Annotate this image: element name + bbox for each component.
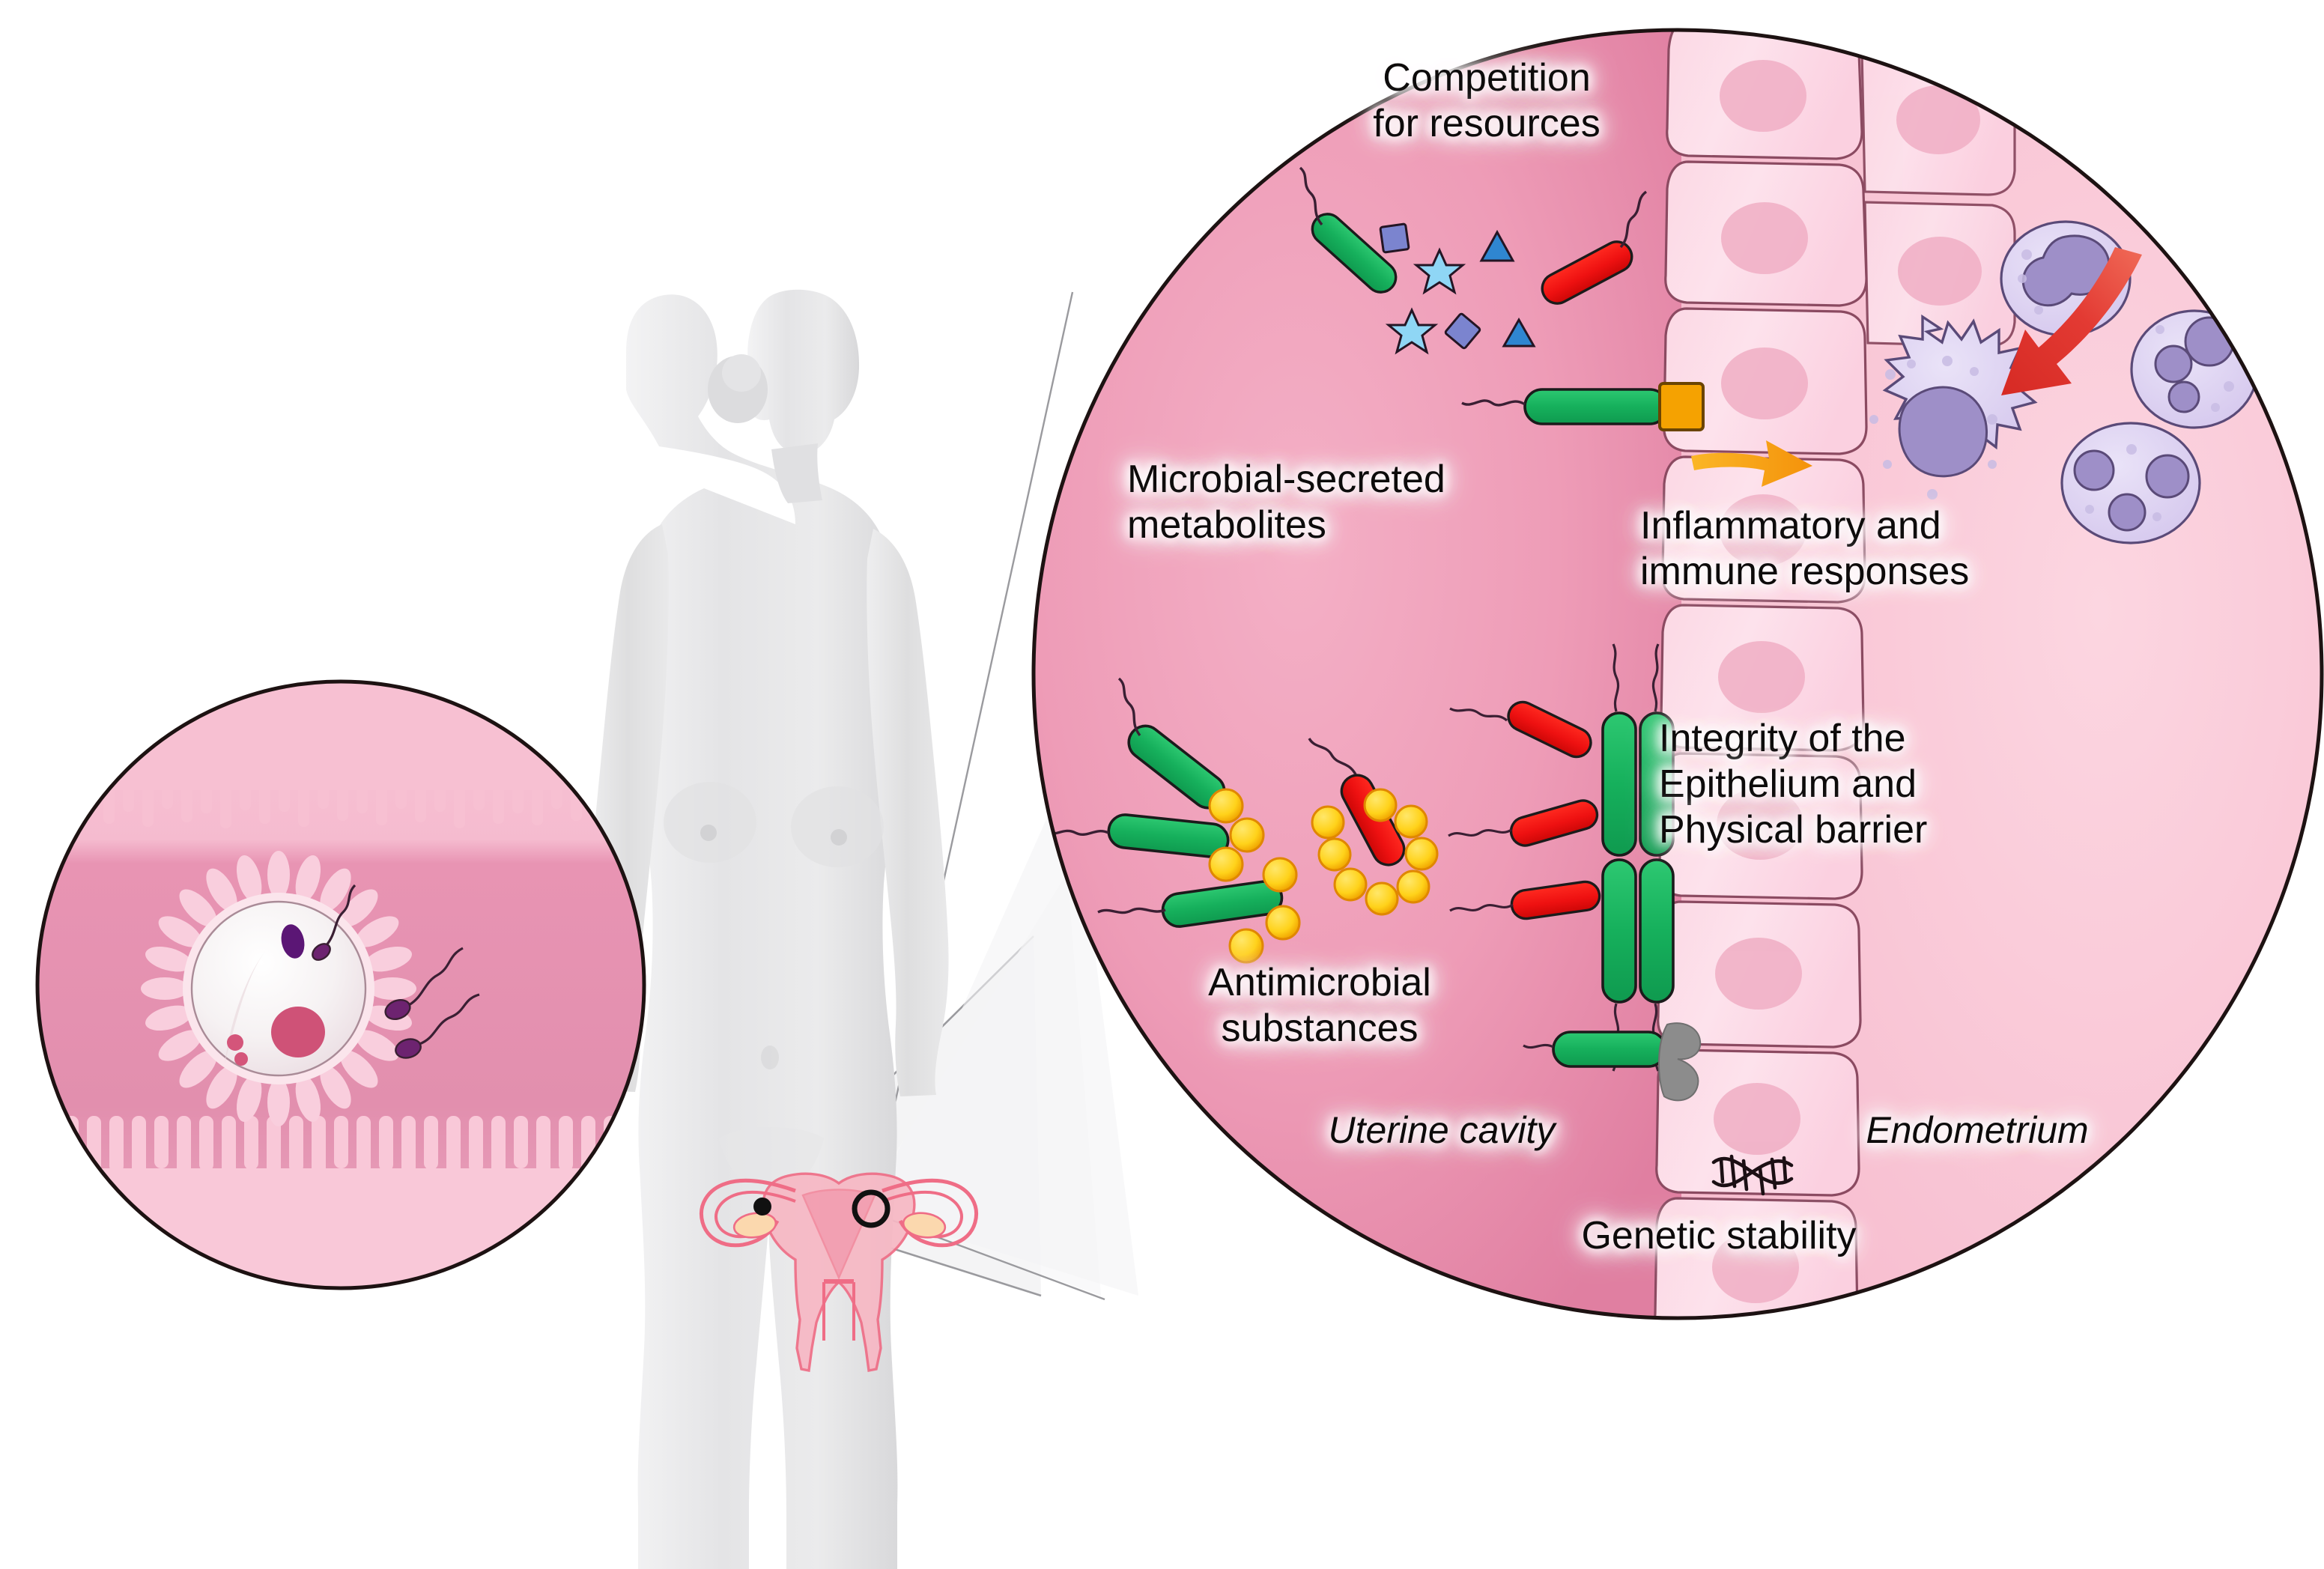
commensal-bacterium — [1043, 813, 1230, 858]
oocyte — [183, 893, 374, 1084]
sperm — [384, 947, 464, 1021]
pathogen-bacterium — [1448, 799, 1599, 847]
neutrophil — [2060, 422, 2201, 544]
receptor-orange-icon — [1658, 382, 1705, 431]
oocyte-nucleolus — [271, 1007, 325, 1057]
epithelial-nuclei — [1712, 60, 1982, 1303]
commensal-barrier — [1601, 643, 1675, 1072]
macrophage — [1869, 314, 2038, 500]
pathogen-bacterium — [1449, 880, 1601, 920]
endometrium-microbiota-inset — [1031, 28, 2324, 1320]
nutrient-diamond-icon — [1444, 312, 1481, 350]
nutrient-star-icon — [1413, 247, 1466, 295]
left-callout-origin — [753, 1198, 771, 1216]
sperm — [312, 884, 357, 961]
signal-arrow — [1691, 440, 1812, 487]
antimicrobial-substances-group — [1043, 677, 1439, 964]
ciliated-epithelium-top — [37, 682, 644, 790]
pathogen-bacterium — [1449, 700, 1592, 759]
female-body-illustration — [586, 289, 949, 1569]
antimicrobial-peptides — [1208, 788, 1439, 964]
uterus-diagram — [700, 1172, 978, 1373]
right-callout-origin — [852, 1189, 891, 1228]
immune-cells-group — [1869, 220, 2259, 544]
fertilization-inset — [35, 679, 646, 1290]
adhesion-signal-group — [1461, 382, 1812, 487]
commensal-bacterium — [1523, 1031, 1667, 1068]
uterine-cavity-region — [1034, 30, 1693, 1318]
dna-helix-icon — [1711, 1154, 1794, 1196]
recruitment-arrow — [2001, 247, 2142, 395]
commensal-bacterium — [1097, 880, 1284, 928]
commensal-bacterium — [1299, 166, 1398, 294]
receptor-grey-icon — [1657, 1022, 1702, 1102]
sperm-cells — [312, 884, 480, 1059]
sperm — [395, 993, 480, 1059]
pathogen-bacterium — [1541, 190, 1648, 305]
epithelial-barrier-group — [1448, 643, 1675, 1072]
adherent-commensal-bacterium — [1461, 388, 1669, 425]
nutrient-triangle-icon — [1502, 317, 1536, 348]
neutrophil — [2130, 309, 2259, 429]
receptor-docking-group — [1523, 1022, 1702, 1102]
nutrient-triangle-icon — [1479, 229, 1515, 262]
polar-body — [281, 924, 305, 959]
nutrient-particles — [1379, 222, 1536, 355]
competition-for-resources-group — [1299, 166, 1648, 355]
nutrient-square-icon — [1379, 222, 1410, 254]
corona-radiata — [141, 851, 416, 1126]
nutrient-star-icon — [1385, 307, 1439, 355]
